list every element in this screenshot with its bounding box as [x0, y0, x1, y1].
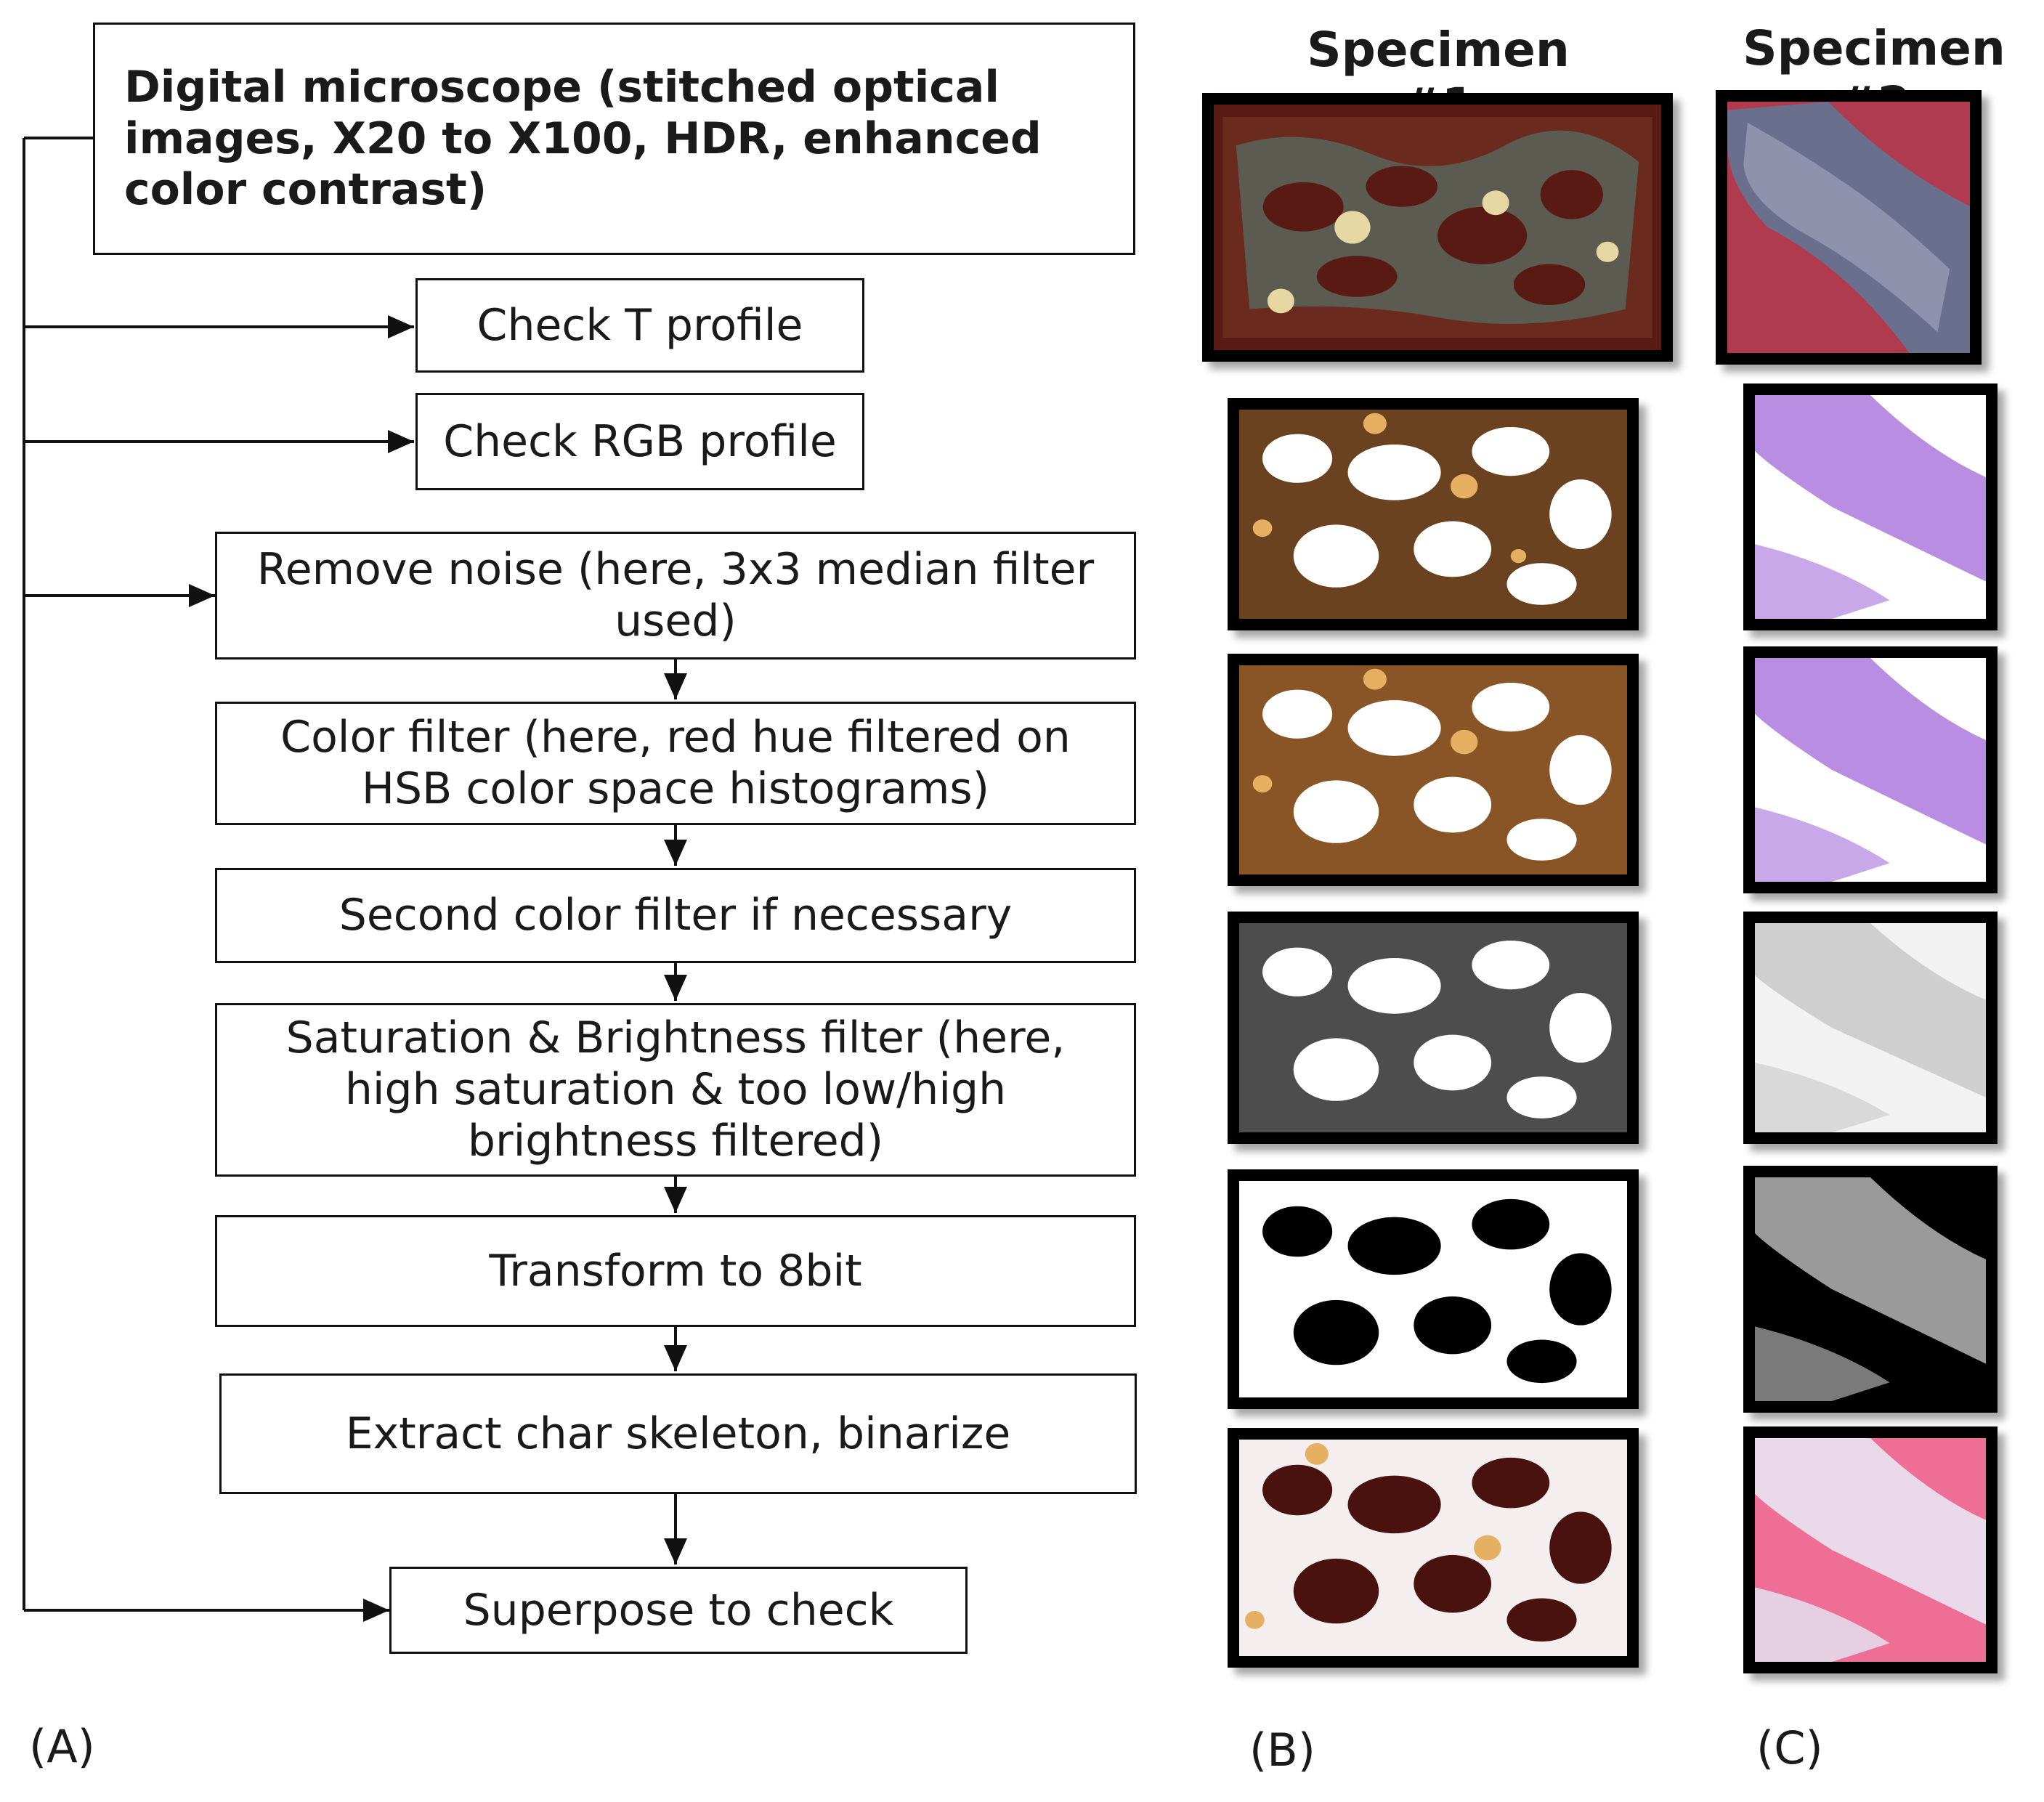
- step-check-t: Check T profile: [415, 278, 864, 373]
- step-check-rgb: Check RGB profile: [415, 393, 864, 490]
- specimen-1-original-image: [1202, 93, 1673, 362]
- panel-label-a: (A): [29, 1720, 95, 1773]
- step-second-color-filter: Second color filter if necessary: [215, 868, 1136, 963]
- step-remove-noise: Remove noise (here, 3x3 median filter us…: [215, 532, 1136, 659]
- source-box: Digital microscope (stitched optical ima…: [93, 23, 1135, 255]
- specimen-1-8bit-image: [1228, 1169, 1639, 1409]
- specimen-1-superpose-image: [1228, 1428, 1639, 1668]
- specimen-2-original-image: [1716, 90, 1982, 365]
- specimen-1-saturation-image: [1228, 912, 1639, 1144]
- specimen-1-color-filter-image: [1228, 654, 1639, 886]
- specimen-2-noise-removed-image: [1743, 383, 1998, 630]
- step-superpose: Superpose to check: [389, 1567, 968, 1654]
- step-transform-8bit: Transform to 8bit: [215, 1215, 1136, 1327]
- step-color-filter: Color filter (here, red hue filtered on …: [215, 702, 1136, 825]
- specimen-2-color-filter-image: [1743, 646, 1998, 893]
- specimen-2-saturation-image: [1743, 912, 1998, 1144]
- specimen-2-superpose-image: [1743, 1426, 1998, 1673]
- specimen-2-8bit-image: [1743, 1166, 1998, 1413]
- specimen-1-noise-removed-image: [1228, 398, 1639, 630]
- panel-label-c: (C): [1756, 1721, 1823, 1774]
- step-extract-skeleton: Extract char skeleton, binarize: [219, 1373, 1137, 1494]
- step-saturation-brightness: Saturation & Brightness filter (here, hi…: [215, 1003, 1136, 1177]
- panel-label-b: (B): [1249, 1724, 1315, 1777]
